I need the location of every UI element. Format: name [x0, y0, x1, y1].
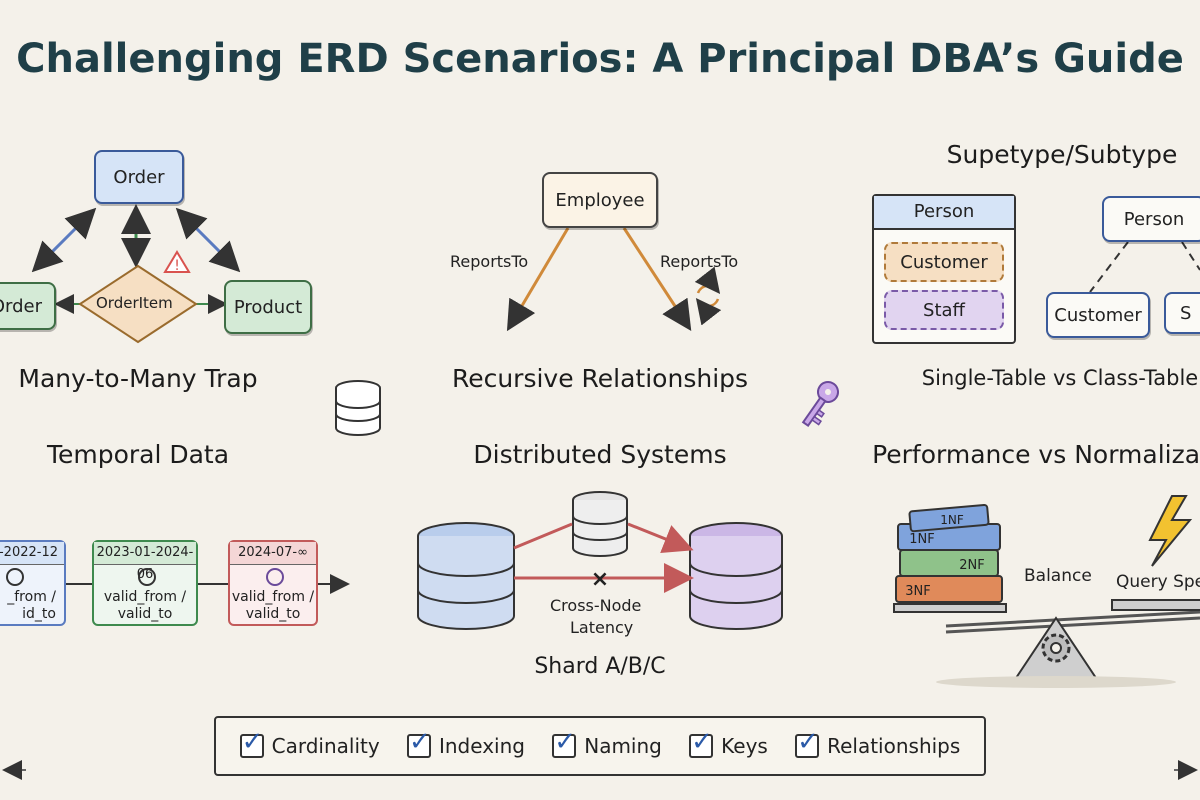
balance-label: Balance [1024, 566, 1092, 586]
single-table-header: Person [874, 196, 1014, 230]
book-1nf: 1NF [909, 532, 934, 547]
timeline-period-1: -01-2022-12 _from / id_to [0, 540, 66, 626]
shard-label: Shard A/B/C [534, 654, 666, 679]
checkbox-icon[interactable] [239, 727, 264, 758]
timeline-period-2-line-1: valid_from / [103, 589, 187, 605]
class-table-child-customer: Customer [1046, 292, 1150, 338]
entity-orderitem: OrderItem [96, 294, 173, 312]
checklist-item-relationships[interactable]: Relationships [795, 727, 961, 758]
clock-icon [6, 568, 24, 586]
performance-title: Performance vs Normalization [872, 440, 1200, 469]
timeline-period-1-line-1: _from / [7, 589, 56, 605]
checklist-item-keys[interactable]: Keys [689, 727, 768, 758]
checklist-item-cardinality[interactable]: Cardinality [239, 727, 380, 758]
checklist-item-naming[interactable]: Naming [552, 727, 662, 758]
latency-label-line-2: Latency [570, 618, 634, 637]
query-speed-label: Query Speed [1116, 572, 1200, 592]
temporal-title: Temporal Data [46, 440, 230, 469]
database-icon [335, 380, 381, 436]
class-table-parent: Person [1102, 196, 1200, 242]
database-icon-shard-a [417, 522, 515, 630]
book-3nf: 3NF [905, 584, 930, 599]
timeline-period-2-line-2: valid_to [117, 606, 173, 622]
checkbox-icon[interactable] [689, 727, 714, 758]
recursive-title: Recursive Relationships [451, 364, 749, 393]
database-icon-shard-c [689, 522, 783, 630]
reports-to-left-label: ReportsTo [450, 252, 529, 271]
checklist-label: Indexing [438, 734, 525, 758]
timeline-period-3-range: 2024-07-∞ [230, 542, 316, 565]
books-icon [895, 503, 1003, 603]
checklist-label: Keys [721, 734, 768, 758]
checklist-label: Cardinality [271, 734, 380, 758]
page-title: Challenging ERD Scenarios: A Principal D… [16, 36, 1184, 82]
cycle-icon [694, 266, 722, 326]
checklist-item-indexing[interactable]: Indexing [406, 727, 525, 758]
checkbox-icon[interactable] [552, 727, 577, 758]
book-2nf: 2NF [959, 558, 984, 573]
clock-icon [266, 568, 284, 586]
timeline-period-1-line-2: id_to [22, 606, 56, 622]
database-icon-shard-b [572, 491, 628, 557]
warning-icon [163, 250, 191, 273]
timeline-period-1-range: -01-2022-12 [0, 542, 64, 565]
key-icon [801, 381, 839, 428]
single-table-diagram: Person Customer Staff [872, 194, 1016, 344]
timeline-period-3-line-1: valid_from / [231, 589, 315, 605]
entity-employee: Employee [542, 172, 658, 228]
supertype-title: Supetype/Subtype [946, 140, 1178, 169]
checklist-label: Relationships [827, 734, 961, 758]
checkbox-icon[interactable] [406, 727, 431, 758]
single-table-row-staff: Staff [884, 290, 1004, 330]
many-to-many-title: Many-to-Many Trap [18, 364, 258, 393]
entity-order-top: Order [94, 150, 184, 204]
reports-to-right-label: ReportsTo [660, 252, 739, 271]
timeline-period-2: 2023-01-2024-06 valid_from / valid_to [92, 540, 198, 626]
distributed-title: Distributed Systems [473, 440, 727, 469]
latency-label-line-1: Cross-Node [550, 596, 642, 615]
checklist-bar: Cardinality Indexing Naming Keys Relatio… [214, 716, 986, 776]
class-table-child-staff: S [1164, 292, 1200, 334]
timeline-period-3-line-2: valid_to [245, 606, 301, 622]
book-1nf-top: 1NF [940, 513, 964, 527]
timeline-period-3: 2024-07-∞ valid_from / valid_to [228, 540, 318, 626]
latency-x-icon: × [591, 567, 609, 592]
single-table-row-customer: Customer [884, 242, 1004, 282]
svg-text:!: ! [174, 258, 180, 274]
clock-icon [138, 568, 156, 586]
checkbox-icon[interactable] [795, 727, 820, 758]
checklist-label: Naming [584, 734, 662, 758]
entity-order-left: Order [0, 282, 56, 330]
supertype-caption: Single-Table vs Class-Table [921, 366, 1199, 390]
lightning-icon [1148, 495, 1193, 567]
entity-product: Product [224, 280, 312, 334]
